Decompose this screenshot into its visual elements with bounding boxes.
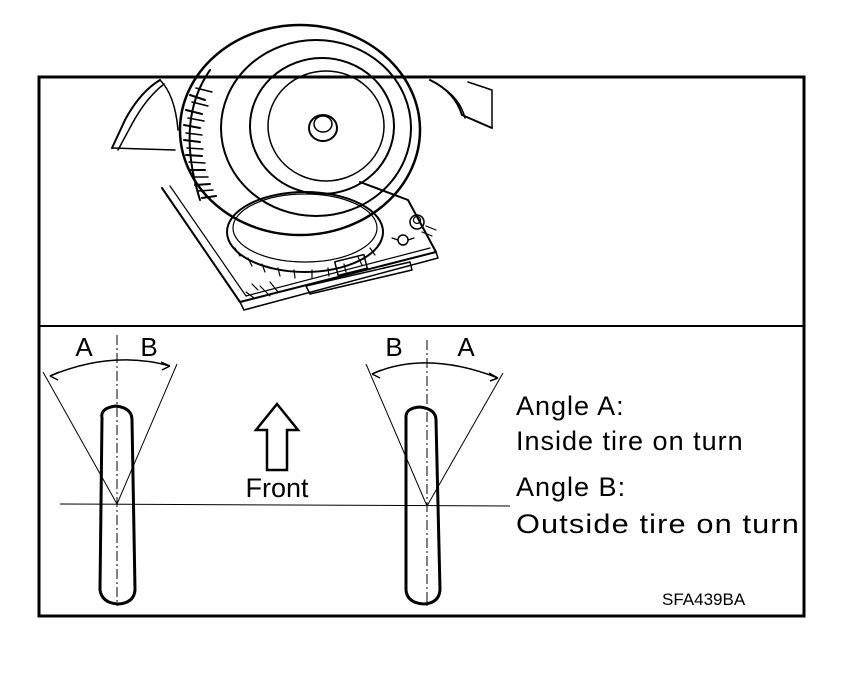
left-tire [98,404,137,606]
right-label-b: B [385,332,402,362]
angle-a-title: Angle A: [516,391,625,421]
figure-code: SFA439BA [662,590,746,609]
left-wheel-diagram [42,335,511,606]
left-label-a: A [75,332,93,362]
angle-a-description: Inside tire on turn [516,426,744,456]
angle-b-title: Angle B: [516,472,626,502]
right-wheel-diagram [365,340,504,606]
front-arrow-icon [253,402,301,472]
figure-frame [37,75,806,618]
turntable-illustration [111,23,493,311]
left-label-b: B [140,332,157,362]
right-tire [404,405,442,606]
angle-b-description: Outside tire on turn [516,509,800,539]
front-label: Front [245,473,309,503]
right-label-a: A [457,332,475,362]
